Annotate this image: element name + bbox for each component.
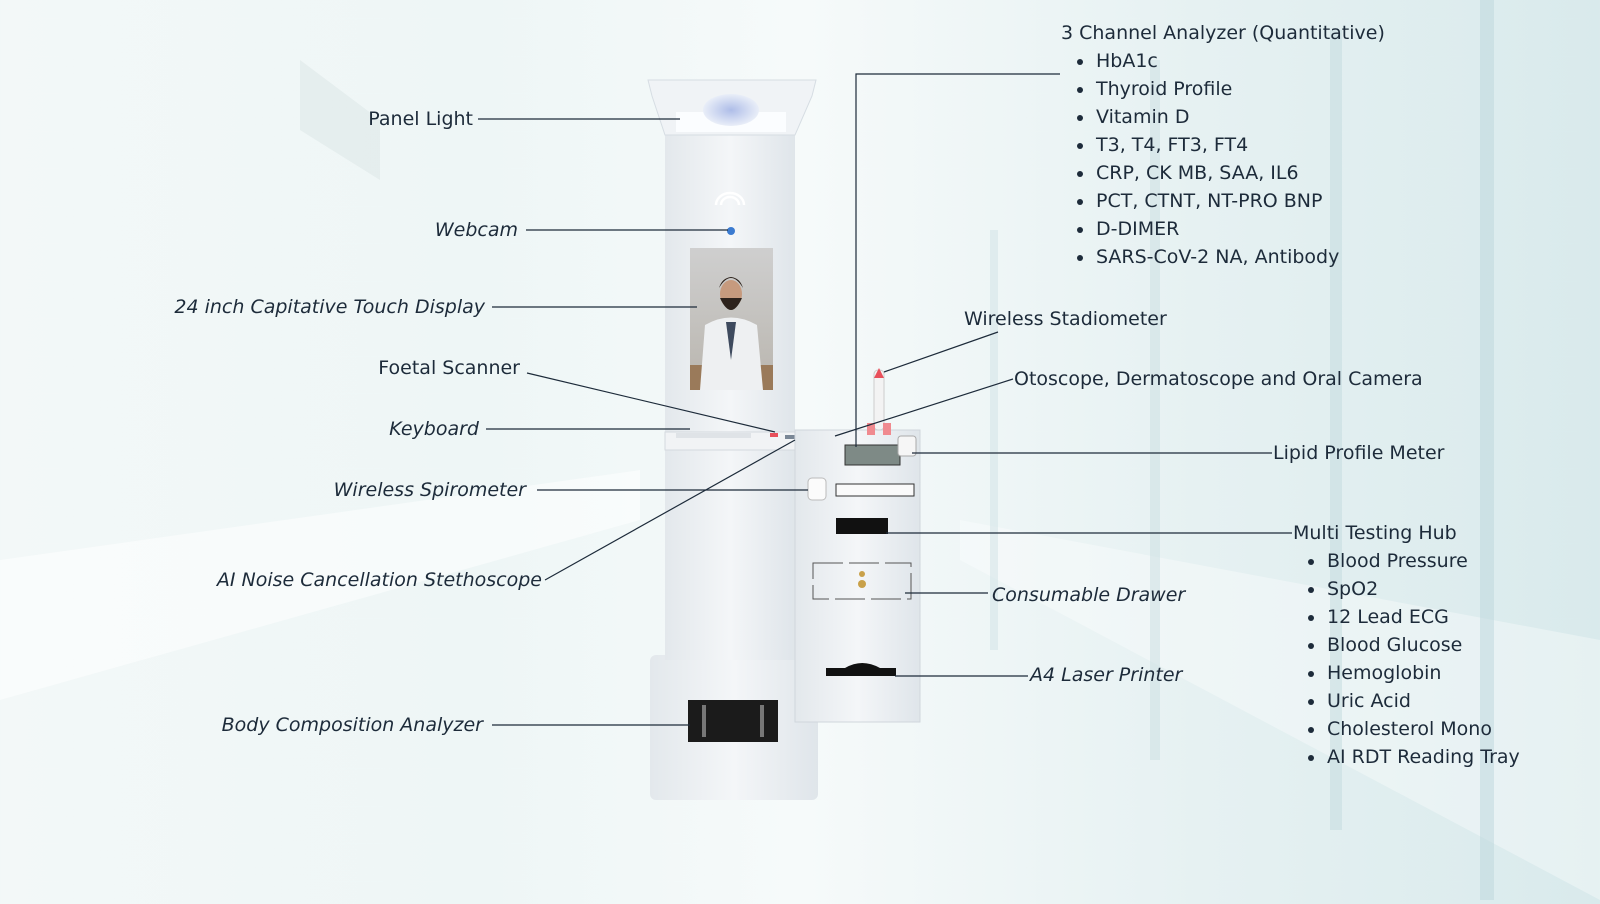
list-item: 12 Lead ECG xyxy=(1308,603,1520,631)
label-webcam: Webcam xyxy=(434,219,518,241)
analyzer-test-list: HbA1c Thyroid Profile Vitamin D T3, T4, … xyxy=(1076,47,1339,271)
list-item: SpO2 xyxy=(1308,575,1520,603)
consumable-drawer xyxy=(812,562,912,600)
multi-testing-hub-panel xyxy=(836,518,888,534)
list-item: HbA1c xyxy=(1076,47,1339,75)
list-item: SARS-CoV-2 NA, Antibody xyxy=(1076,243,1339,271)
kiosk-cabinet xyxy=(794,429,921,723)
webcam xyxy=(727,227,735,235)
hub-title: Multi Testing Hub xyxy=(1293,522,1457,544)
list-item: Thyroid Profile xyxy=(1076,75,1339,103)
list-item: Vitamin D xyxy=(1076,103,1339,131)
spirometer xyxy=(807,477,827,501)
label-stadiometer: Wireless Stadiometer xyxy=(964,308,1167,330)
kiosk xyxy=(647,79,921,800)
label-consumable-drawer: Consumable Drawer xyxy=(992,584,1186,606)
list-item: CRP, CK MB, SAA, IL6 xyxy=(1076,159,1339,187)
label-keyboard: Keyboard xyxy=(389,418,479,440)
list-item: Hemoglobin xyxy=(1308,659,1520,687)
list-item: Uric Acid xyxy=(1308,687,1520,715)
list-item: PCT, CTNT, NT-PRO BNP xyxy=(1076,187,1339,215)
label-otoscope: Otoscope, Dermatoscope and Oral Camera xyxy=(1014,368,1423,390)
label-body-composition: Body Composition Analyzer xyxy=(221,714,483,736)
label-display: 24 inch Capitative Touch Display xyxy=(174,296,485,318)
analyzer-title: 3 Channel Analyzer (Quantitative) xyxy=(1061,22,1385,44)
list-item: Cholesterol Mono xyxy=(1308,715,1520,743)
list-item: Blood Glucose xyxy=(1308,631,1520,659)
list-item: D-DIMER xyxy=(1076,215,1339,243)
body-composition-scale xyxy=(688,700,778,742)
label-foetal-scanner: Foetal Scanner xyxy=(378,357,520,379)
list-item: AI RDT Reading Tray xyxy=(1308,743,1520,771)
leader-lines xyxy=(478,73,1292,726)
lipid-meter xyxy=(897,435,917,457)
label-spirometer: Wireless Spirometer xyxy=(333,479,526,501)
analyzer-screen xyxy=(844,444,901,466)
logo-icon xyxy=(714,191,746,206)
hub-test-list: Blood Pressure SpO2 12 Lead ECG Blood Gl… xyxy=(1308,547,1520,771)
label-lipid-meter: Lipid Profile Meter xyxy=(1273,442,1445,464)
keyboard xyxy=(676,433,751,438)
kiosk-column xyxy=(665,130,795,660)
printer-slot xyxy=(826,663,896,676)
label-printer: A4 Laser Printer xyxy=(1030,664,1183,686)
list-item: T3, T4, FT3, FT4 xyxy=(1076,131,1339,159)
label-stethoscope: AI Noise Cancellation Stethoscope xyxy=(216,569,542,591)
list-item: Blood Pressure xyxy=(1308,547,1520,575)
label-panel-light: Panel Light xyxy=(368,108,473,130)
